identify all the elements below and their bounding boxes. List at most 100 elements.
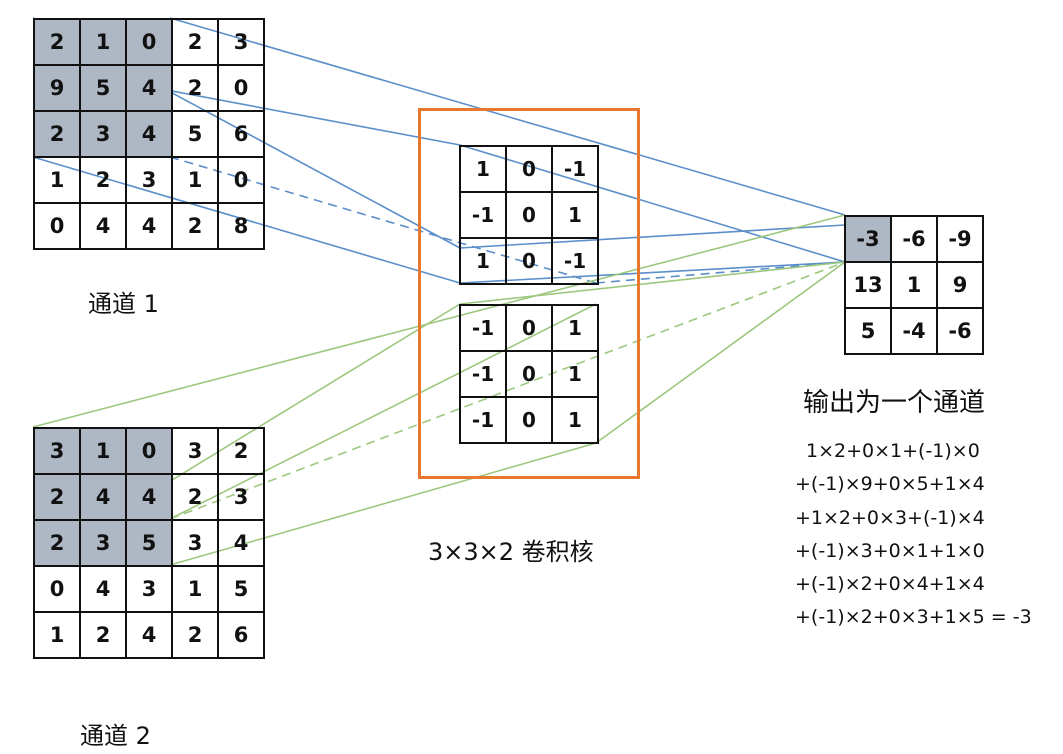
- grid-cell: 2: [79, 156, 127, 204]
- grid-cell: 2: [33, 18, 81, 66]
- grid-cell: 0: [505, 396, 553, 444]
- grid-cell: -1: [459, 396, 507, 444]
- formula-line-2: +(-1)×9+0×5+1×4: [795, 473, 985, 495]
- grid-cell: 5: [844, 307, 892, 355]
- grid-cell: 1: [551, 304, 599, 352]
- grid-cell: 2: [171, 64, 219, 112]
- grid-cell: 1: [33, 156, 81, 204]
- grid-cell: 5: [217, 565, 265, 613]
- grid-cell: 2: [217, 427, 265, 475]
- formula-line-1: 1×2+0×1+(-1)×0: [806, 440, 980, 462]
- kernel-frame: [418, 108, 640, 479]
- grid-cell: 5: [171, 110, 219, 158]
- grid-cell: 0: [125, 18, 173, 66]
- grid-cell: 3: [125, 565, 173, 613]
- grid-cell: 2: [79, 611, 127, 659]
- grid-cell: 0: [505, 145, 553, 193]
- grid-cell: 1: [79, 427, 127, 475]
- grid-cell: 3: [171, 519, 219, 567]
- grid-cell: 0: [217, 64, 265, 112]
- formula-line-5: +(-1)×2+0×4+1×4: [795, 573, 985, 595]
- grid-cell: 0: [217, 156, 265, 204]
- grid-cell: 9: [33, 64, 81, 112]
- grid-cell: 13: [844, 261, 892, 309]
- grid-cell: 1: [890, 261, 938, 309]
- kernel-label: 3×3×2 卷积核: [428, 538, 594, 566]
- grid-cell: 2: [171, 202, 219, 250]
- grid-cell: 0: [33, 202, 81, 250]
- grid-cell: 1: [551, 396, 599, 444]
- grid-cell: 4: [217, 519, 265, 567]
- grid-cell: 0: [33, 565, 81, 613]
- grid-cell: -6: [890, 215, 938, 263]
- grid-cell: 5: [125, 519, 173, 567]
- formula-line-6: +(-1)×2+0×3+1×5 = -3: [795, 606, 1032, 628]
- grid-cell: 4: [125, 110, 173, 158]
- grid-cell: 0: [505, 191, 553, 239]
- grid-cell: 0: [505, 237, 553, 285]
- grid-cell: 3: [79, 110, 127, 158]
- output-label: 输出为一个通道: [803, 388, 986, 418]
- grid-cell: 3: [171, 427, 219, 475]
- grid-cell: -1: [459, 350, 507, 398]
- grid-cell: 4: [79, 473, 127, 521]
- grid-cell: 2: [171, 473, 219, 521]
- grid-cell: 3: [217, 18, 265, 66]
- ch1-dashed-link-2: [595, 261, 846, 284]
- grid-cell: 4: [125, 473, 173, 521]
- grid-cell: 3: [79, 519, 127, 567]
- grid-cell: 2: [33, 519, 81, 567]
- grid-cell: 3: [125, 156, 173, 204]
- grid-cell: 1: [171, 156, 219, 204]
- grid-cell: -1: [459, 191, 507, 239]
- grid-cell: 4: [125, 611, 173, 659]
- grid-cell: 1: [551, 350, 599, 398]
- grid-cell: 6: [217, 110, 265, 158]
- ch2-kernel-to-output-a: [459, 261, 846, 305]
- grid-cell: 3: [217, 473, 265, 521]
- grid-cell: 4: [79, 565, 127, 613]
- channel2-label: 通道 2: [80, 722, 151, 750]
- grid-cell: 1: [459, 145, 507, 193]
- grid-cell: 1: [33, 611, 81, 659]
- grid-cell: 9: [936, 261, 984, 309]
- grid-cell: 1: [79, 18, 127, 66]
- grid-cell: 0: [505, 350, 553, 398]
- grid-cell: 2: [171, 611, 219, 659]
- ch2-window-to-kernel-top: [32, 214, 846, 428]
- grid-cell: 2: [171, 18, 219, 66]
- grid-cell: 3: [33, 427, 81, 475]
- grid-cell: 0: [505, 304, 553, 352]
- grid-cell: 1: [459, 237, 507, 285]
- grid-cell: 1: [171, 565, 219, 613]
- ch1-window-to-kernel-top: [169, 17, 846, 216]
- grid-cell: -1: [551, 237, 599, 285]
- grid-cell: 2: [33, 473, 81, 521]
- grid-row: -3-6-9: [844, 215, 984, 263]
- grid-cell: -6: [936, 307, 984, 355]
- grid-cell: -1: [551, 145, 599, 193]
- grid-cell: 1: [551, 191, 599, 239]
- grid-cell: 5: [79, 64, 127, 112]
- grid-cell: -4: [890, 307, 938, 355]
